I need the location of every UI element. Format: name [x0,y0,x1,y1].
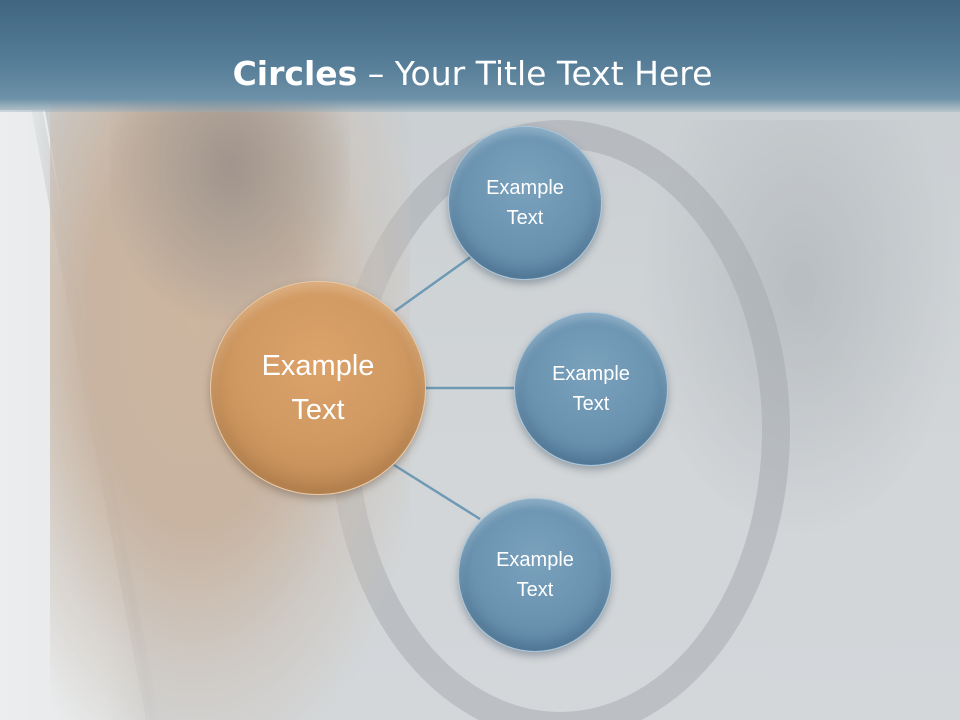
background-dashboard [640,120,960,540]
slide-title: Circles – Your Title Text Here [0,52,945,96]
title-rest: – Your Title Text Here [357,54,713,93]
circle-node-3[interactable]: Example Text [458,498,612,652]
circle-node-label: Example Text [496,549,574,601]
circle-node-2[interactable]: Example Text [514,312,668,466]
circle-node-label: Example Text [552,363,630,415]
circle-node-1[interactable]: Example Text [448,126,602,280]
circle-node-label: Example Text [486,177,564,229]
center-circle-label: Example Text [261,350,375,426]
connector-1 [394,254,473,313]
title-bar: Circles – Your Title Text Here [0,0,960,112]
title-bold: Circles [232,54,358,93]
center-circle[interactable]: Example Text [210,281,426,495]
connector-3 [393,463,481,521]
